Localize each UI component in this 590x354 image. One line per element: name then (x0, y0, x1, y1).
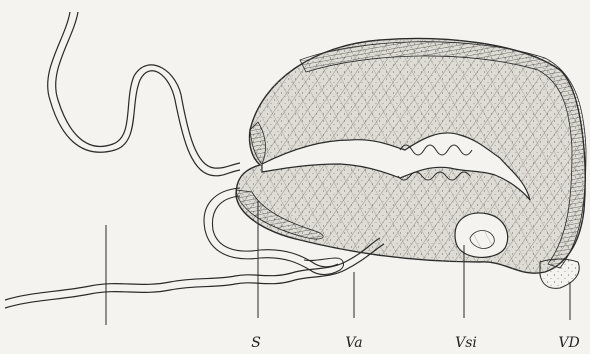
label-va: Va (345, 335, 362, 351)
label-vsi: Vsi (455, 335, 477, 351)
inner-vesicle (455, 213, 508, 257)
label-vd: VD (558, 335, 579, 351)
right-cap (540, 259, 579, 288)
lower-duct (5, 238, 384, 308)
figure-labels: S Va Vsi VD (251, 335, 579, 351)
label-s: S (251, 335, 261, 351)
upper-duct (48, 12, 240, 176)
